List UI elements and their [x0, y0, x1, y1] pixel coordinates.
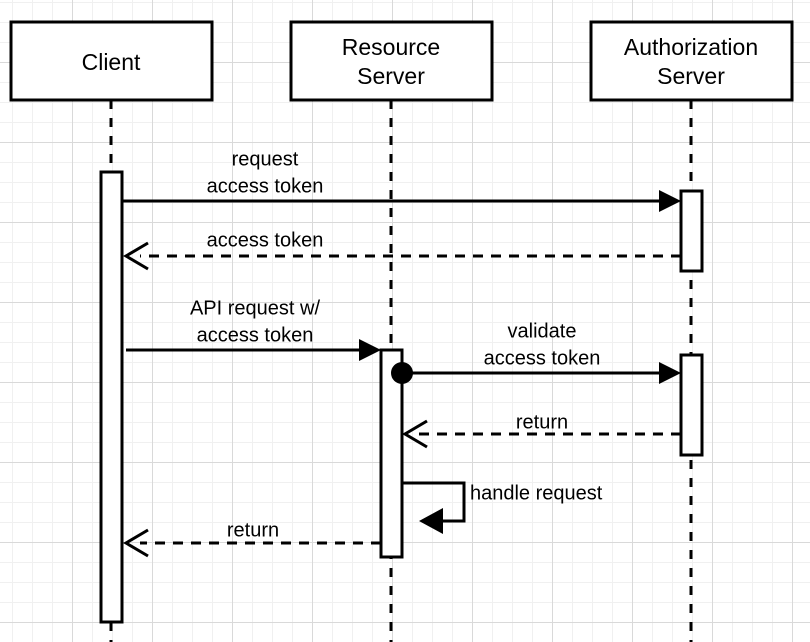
participant-label-authorization-server-line2: Server	[657, 63, 725, 89]
message-validate-return[interactable]: return	[402, 411, 681, 449]
participant-box-client[interactable]: Client	[9, 20, 214, 102]
arrowhead-open-icon	[402, 419, 428, 449]
message-validate-access-token[interactable]: validate access token	[391, 320, 681, 384]
arrowhead-filled-icon	[659, 190, 681, 212]
arrowhead-open-icon	[123, 528, 149, 558]
message-api-request[interactable]: API request w/ access token	[126, 297, 381, 361]
activation-bar-resource-server[interactable]	[379, 348, 404, 559]
message-api-request-label-line2: access token	[197, 324, 314, 346]
participant-label-resource-server-line1: Resource	[342, 34, 440, 60]
message-validate-return-label: return	[516, 411, 568, 433]
message-api-request-label-line1: API request w/	[190, 297, 321, 319]
message-origin-ball-icon	[391, 362, 413, 384]
participant-label-resource-server-line2: Server	[357, 63, 425, 89]
activation-bar-authorization-server-1[interactable]	[679, 189, 704, 273]
activation-bar-client[interactable]	[99, 170, 124, 624]
arrowhead-filled-icon	[419, 508, 443, 534]
participant-box-authorization-server[interactable]: Authorization Server	[589, 20, 794, 102]
arrowhead-filled-icon	[359, 339, 381, 361]
message-validate-access-token-label-line2: access token	[484, 347, 601, 369]
message-request-access-token-label-line2: access token	[207, 175, 324, 197]
message-access-token-return[interactable]: access token	[123, 229, 681, 271]
participant-label-authorization-server-line1: Authorization	[624, 34, 758, 60]
participant-label-client: Client	[82, 49, 141, 75]
message-api-return[interactable]: return	[123, 519, 381, 558]
participant-box-authorization-server-rect	[589, 20, 794, 102]
message-request-access-token-label-line1: request	[232, 148, 299, 170]
participant-box-resource-server-rect	[289, 20, 494, 102]
message-access-token-return-label: access token	[207, 229, 324, 251]
message-handle-request-label: handle request	[470, 482, 603, 504]
message-request-access-token[interactable]: request access token	[122, 148, 681, 212]
activation-bar-authorization-server-2[interactable]	[679, 353, 704, 457]
arrowhead-filled-icon	[659, 362, 681, 384]
message-validate-access-token-label-line1: validate	[508, 320, 577, 342]
participant-box-resource-server[interactable]: Resource Server	[289, 20, 494, 102]
participant-box-client-rect	[9, 20, 214, 102]
message-handle-request[interactable]: handle request	[402, 481, 603, 534]
message-api-return-label: return	[227, 519, 279, 541]
arrowhead-open-icon	[123, 241, 149, 271]
message-handle-request-line	[402, 481, 466, 523]
